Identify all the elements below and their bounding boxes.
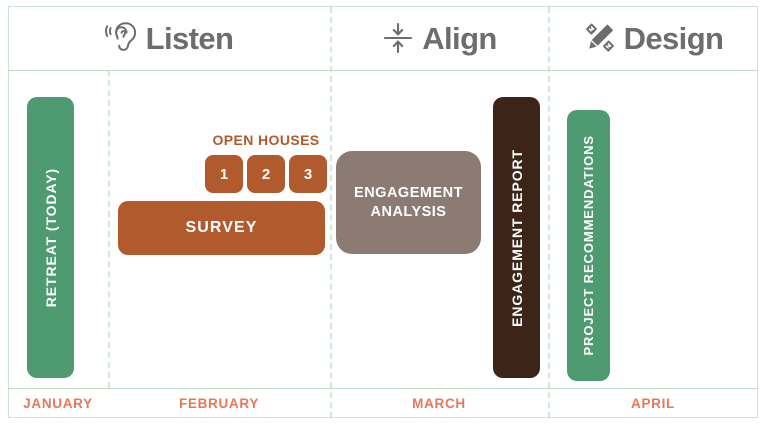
open-house-number: 1 <box>219 165 229 183</box>
bar-label: SURVEY <box>185 219 258 236</box>
bar-project-recommendations[interactable]: PROJECT RECOMMENDATIONS <box>567 110 610 381</box>
bar-survey[interactable]: SURVEY <box>118 201 325 255</box>
month-february: FEBRUARY <box>108 388 330 418</box>
open-house-box-1[interactable]: 1 <box>205 155 243 193</box>
bar-engagement-report[interactable]: ENGAGEMENT REPORT <box>493 97 540 378</box>
phase-label: Design <box>623 20 724 56</box>
pencil-ruler-icon <box>583 21 617 55</box>
open-house-number: 3 <box>303 165 313 183</box>
open-house-number: 2 <box>261 165 271 183</box>
bar-label-line2: ANALYSIS <box>370 203 447 220</box>
phase-label: Listen <box>145 20 234 56</box>
phase-label: Align <box>422 20 497 56</box>
column-divider-listen-align <box>330 7 332 418</box>
open-houses-label: OPEN HOUSES <box>212 132 320 148</box>
bar-retreat-today[interactable]: RETREAT (TODAY) <box>27 97 74 378</box>
month-april: APRIL <box>548 388 758 418</box>
month-march: MARCH <box>330 388 548 418</box>
month-divider-line <box>8 388 758 389</box>
align-vertical-icon <box>381 21 415 55</box>
bar-label: RETREAT (TODAY) <box>42 167 59 308</box>
column-divider-align-design <box>548 7 550 418</box>
bar-label: ENGAGEMENT REPORT <box>508 148 525 327</box>
bar-engagement-analysis[interactable]: ENGAGEMENT ANALYSIS <box>336 151 481 254</box>
month-label: MARCH <box>412 395 466 411</box>
header-divider-line <box>8 70 758 71</box>
month-label: JANUARY <box>23 395 93 411</box>
phase-design[interactable]: Design <box>548 6 758 70</box>
timeline-frame <box>8 6 758 418</box>
phase-align[interactable]: Align <box>330 6 548 70</box>
month-january: JANUARY <box>8 388 108 418</box>
phase-header-row: Listen Align <box>8 6 758 70</box>
phase-listen[interactable]: Listen <box>8 6 330 70</box>
open-house-box-2[interactable]: 2 <box>247 155 285 193</box>
bar-label: PROJECT RECOMMENDATIONS <box>581 135 596 356</box>
ear-icon <box>104 21 139 55</box>
month-footer-row: JANUARY FEBRUARY MARCH APRIL <box>8 388 758 418</box>
open-house-box-3[interactable]: 3 <box>289 155 327 193</box>
column-divider-jan-feb <box>108 70 110 388</box>
month-label: APRIL <box>631 395 675 411</box>
month-label: FEBRUARY <box>178 395 260 411</box>
bar-label-line1: ENGAGEMENT <box>354 185 463 202</box>
